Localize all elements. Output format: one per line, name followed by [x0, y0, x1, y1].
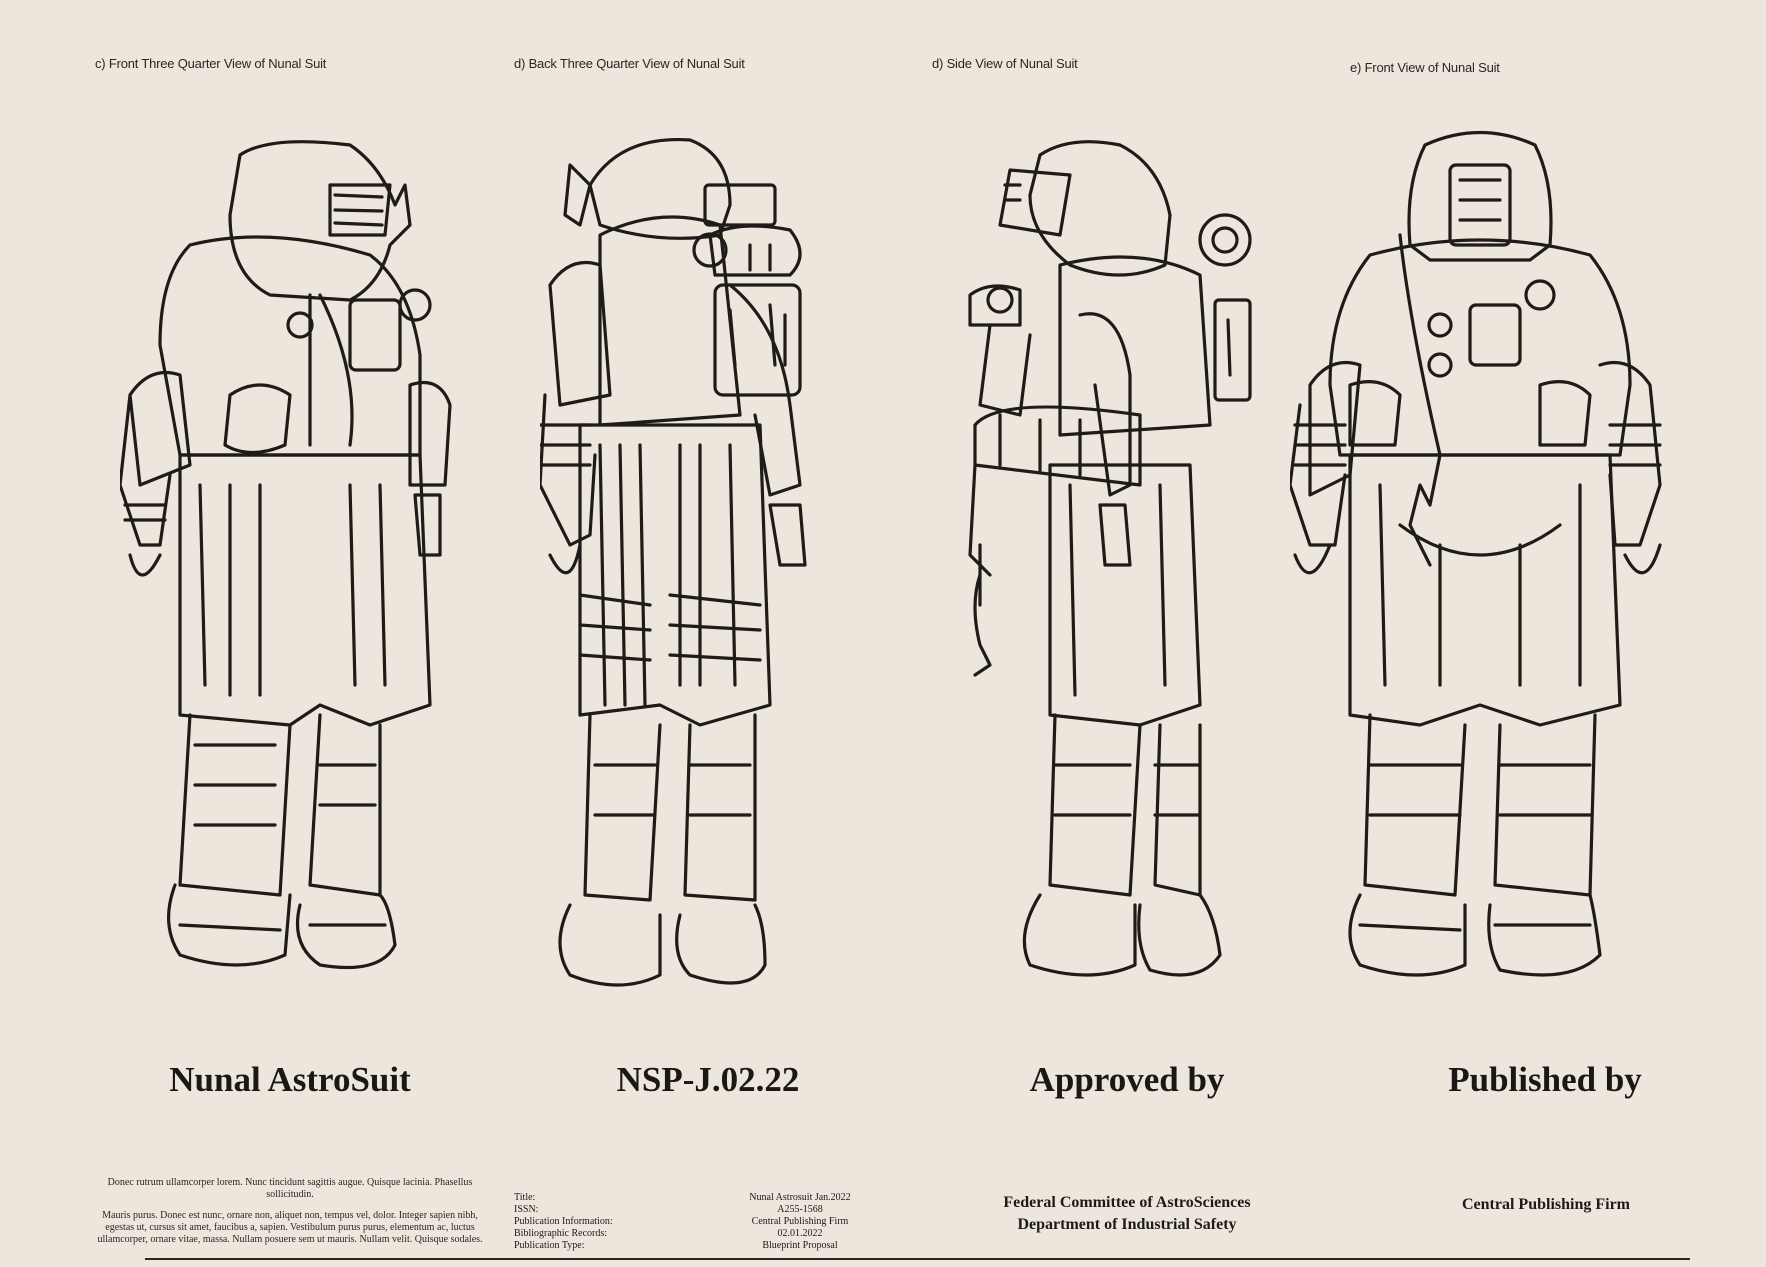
metadata-label-title: Title:: [514, 1192, 536, 1203]
metadata-value-bibliographic: 02.01.2022: [777, 1228, 823, 1239]
caption-front-view: e) Front View of Nunal Suit: [1350, 60, 1500, 75]
description-paragraph-2: Mauris purus. Donec est nunc, ornare non…: [97, 1210, 483, 1245]
metadata-value-publication-type: Blueprint Proposal: [762, 1240, 838, 1251]
metadata-labels: Title: ISSN: Publication Information: Bi…: [514, 1192, 613, 1252]
approved-by-line-2: Department of Industrial Safety: [1017, 1216, 1237, 1233]
title-document-code: NSP-J.02.22: [616, 1060, 800, 1099]
metadata-label-issn: ISSN:: [514, 1204, 539, 1215]
metadata-value-publication-info: Central Publishing Firm: [751, 1216, 849, 1227]
published-by-organization: Central Publishing Firm: [1461, 1196, 1631, 1213]
description-paragraph-1: Donec rutrum ullamcorper lorem. Nunc tin…: [107, 1177, 473, 1200]
suit-drawing-front-three-quarter: [118, 125, 500, 1045]
approved-by-line-1: Federal Committee of AstroSciences: [1003, 1194, 1251, 1211]
metadata-value-title: Nunal Astrosuit Jan.2022: [749, 1192, 851, 1203]
bottom-rule: [145, 1258, 1690, 1260]
caption-back-three-quarter: d) Back Three Quarter View of Nunal Suit: [514, 56, 745, 71]
metadata-label-bibliographic: Bibliographic Records:: [514, 1228, 608, 1239]
approved-by-organization: Federal Committee of AstroSciences Depar…: [1003, 1192, 1250, 1236]
metadata-label-publication-info: Publication Information:: [514, 1216, 613, 1227]
caption-side-view: d) Side View of Nunal Suit: [932, 56, 1078, 71]
suit-drawing-front-view: [1288, 125, 1670, 1045]
caption-front-three-quarter: c) Front Three Quarter View of Nunal Sui…: [95, 56, 327, 71]
suit-drawing-back-three-quarter: [538, 125, 920, 1045]
metadata-values: Nunal Astrosuit Jan.2022 A255-1568 Centr…: [725, 1192, 875, 1252]
title-published-by: Published by: [1448, 1060, 1642, 1099]
metadata-value-issn: A255-1568: [777, 1204, 823, 1215]
title-nunal-astrosuit: Nunal AstroSuit: [169, 1060, 411, 1099]
metadata-label-publication-type: Publication Type:: [514, 1240, 585, 1251]
title-approved-by: Approved by: [1029, 1060, 1225, 1099]
suit-drawing-side-view: [960, 125, 1340, 1045]
